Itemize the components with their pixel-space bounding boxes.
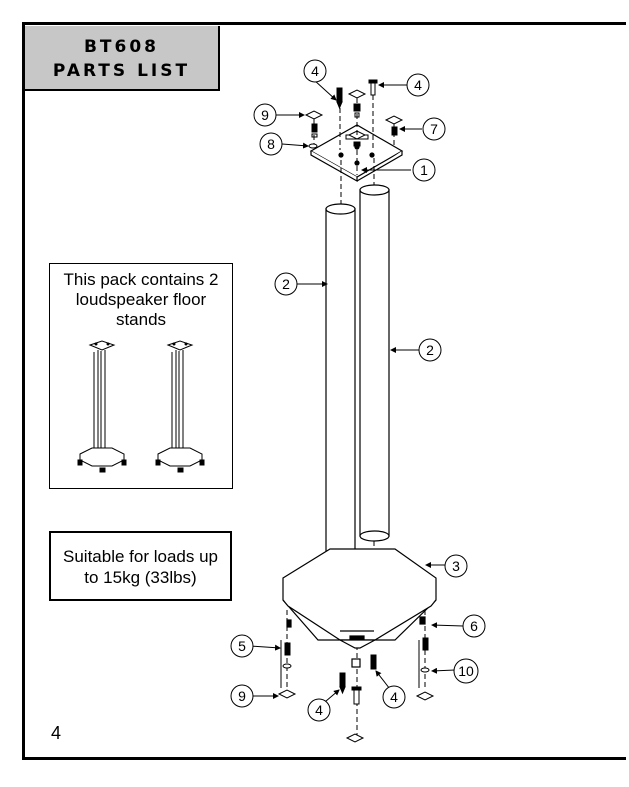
page-number: 4 xyxy=(51,723,62,743)
load-line-2: to 15kg (33lbs) xyxy=(84,568,197,587)
column-right xyxy=(359,184,390,542)
callout-6: 6 xyxy=(462,614,486,638)
top-guide-lines xyxy=(313,95,395,205)
pack-line-1: This pack contains 2 xyxy=(63,270,219,289)
svg-text:4: 4 xyxy=(414,77,422,93)
svg-text:6: 6 xyxy=(470,618,478,634)
stand-illustration-left xyxy=(77,340,127,473)
pack-contents-text: This pack contains 2 loudspeaker floor s… xyxy=(50,270,232,330)
callout-4-top-left: 4 xyxy=(303,59,327,83)
two-stands-illustration xyxy=(77,340,205,473)
svg-text:4: 4 xyxy=(315,702,323,718)
parts-list-heading: PARTS LIST xyxy=(52,61,191,81)
svg-text:2: 2 xyxy=(282,276,290,292)
callout-7: 7 xyxy=(422,117,446,141)
base-hardware xyxy=(277,637,435,743)
callout-10: 10 xyxy=(453,658,479,684)
page-frame xyxy=(22,22,626,760)
callout-5: 5 xyxy=(230,634,254,658)
svg-text:4: 4 xyxy=(311,63,319,79)
column-left xyxy=(325,203,356,568)
svg-text:2: 2 xyxy=(426,342,434,358)
base-plate xyxy=(282,548,437,668)
svg-text:3: 3 xyxy=(452,558,460,574)
svg-text:1: 1 xyxy=(420,162,428,178)
callout-9-top: 9 xyxy=(253,103,277,127)
svg-text:4: 4 xyxy=(390,689,398,705)
callout-9-bottom: 9 xyxy=(230,684,254,708)
callout-4-bottom-right: 4 xyxy=(382,685,406,709)
callout-4-top-right: 4 xyxy=(406,73,430,97)
svg-text:9: 9 xyxy=(238,688,246,704)
pack-line-2: loudspeaker floor xyxy=(75,290,207,309)
pack-contents-box: This pack contains 2 loudspeaker floor s… xyxy=(49,263,233,489)
callout-3: 3 xyxy=(444,554,468,578)
top-hardware xyxy=(304,79,404,149)
svg-text:8: 8 xyxy=(267,136,275,152)
parts-list-title-box: BT608 PARTS LIST xyxy=(25,26,220,91)
svg-text:9: 9 xyxy=(261,107,269,123)
model-number: BT608 xyxy=(83,37,160,57)
callout-8: 8 xyxy=(259,132,283,156)
svg-text:5: 5 xyxy=(238,638,246,654)
callout-1: 1 xyxy=(412,158,436,182)
svg-text:10: 10 xyxy=(458,663,474,679)
svg-text:7: 7 xyxy=(430,121,438,137)
callout-4-bottom-left: 4 xyxy=(307,698,331,722)
callout-2-right: 2 xyxy=(418,338,442,362)
pack-line-3: stands xyxy=(115,310,167,329)
load-capacity-box: Suitable for loads up to 15kg (33lbs) xyxy=(49,531,232,601)
callout-2-left: 2 xyxy=(274,272,298,296)
load-line-1: Suitable for loads up xyxy=(63,547,218,566)
stand-illustration-right xyxy=(155,340,205,473)
